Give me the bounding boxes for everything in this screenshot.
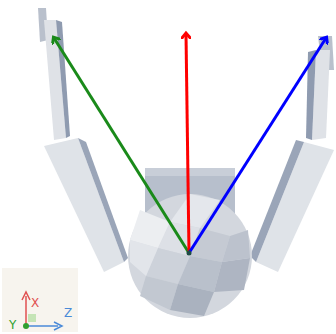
axis-label: Y bbox=[9, 318, 16, 332]
axis-label: Z bbox=[64, 306, 72, 320]
axis-label: X bbox=[31, 296, 39, 310]
